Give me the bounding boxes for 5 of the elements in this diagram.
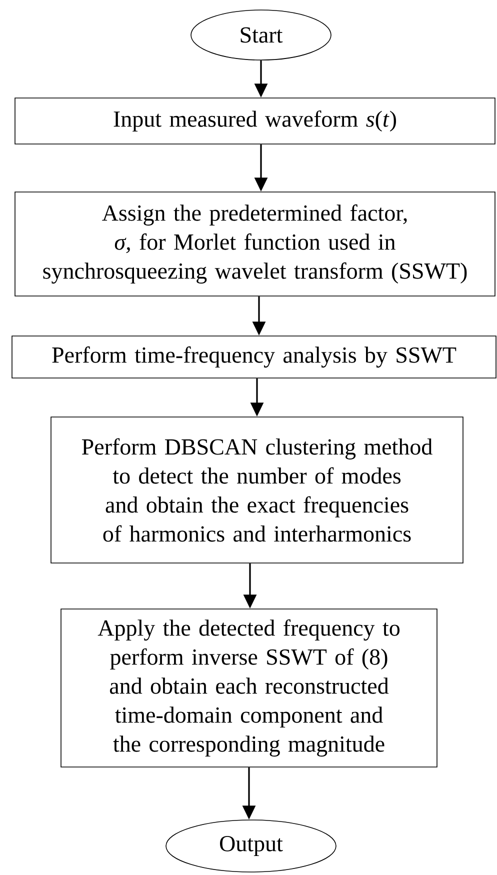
process-box: Perform DBSCAN clustering method to detect the number of modes and obtain the exact frequencies of harmonics and interharmonics	[50, 416, 464, 564]
process-box: Assign the predetermined factor, σ, for Morlet function used in synchrosqueezing wavelet transform (SSWT)	[14, 192, 496, 296]
process-box: Input measured waveform s(t)	[14, 98, 496, 144]
process-box: Perform time-frequency analysis by SSWT	[12, 336, 496, 378]
process-box: Apply the detected frequency to perform inverse SSWT of (8) and obtain each reconstructed time-domain component and the corresponding magnitude	[60, 608, 438, 768]
